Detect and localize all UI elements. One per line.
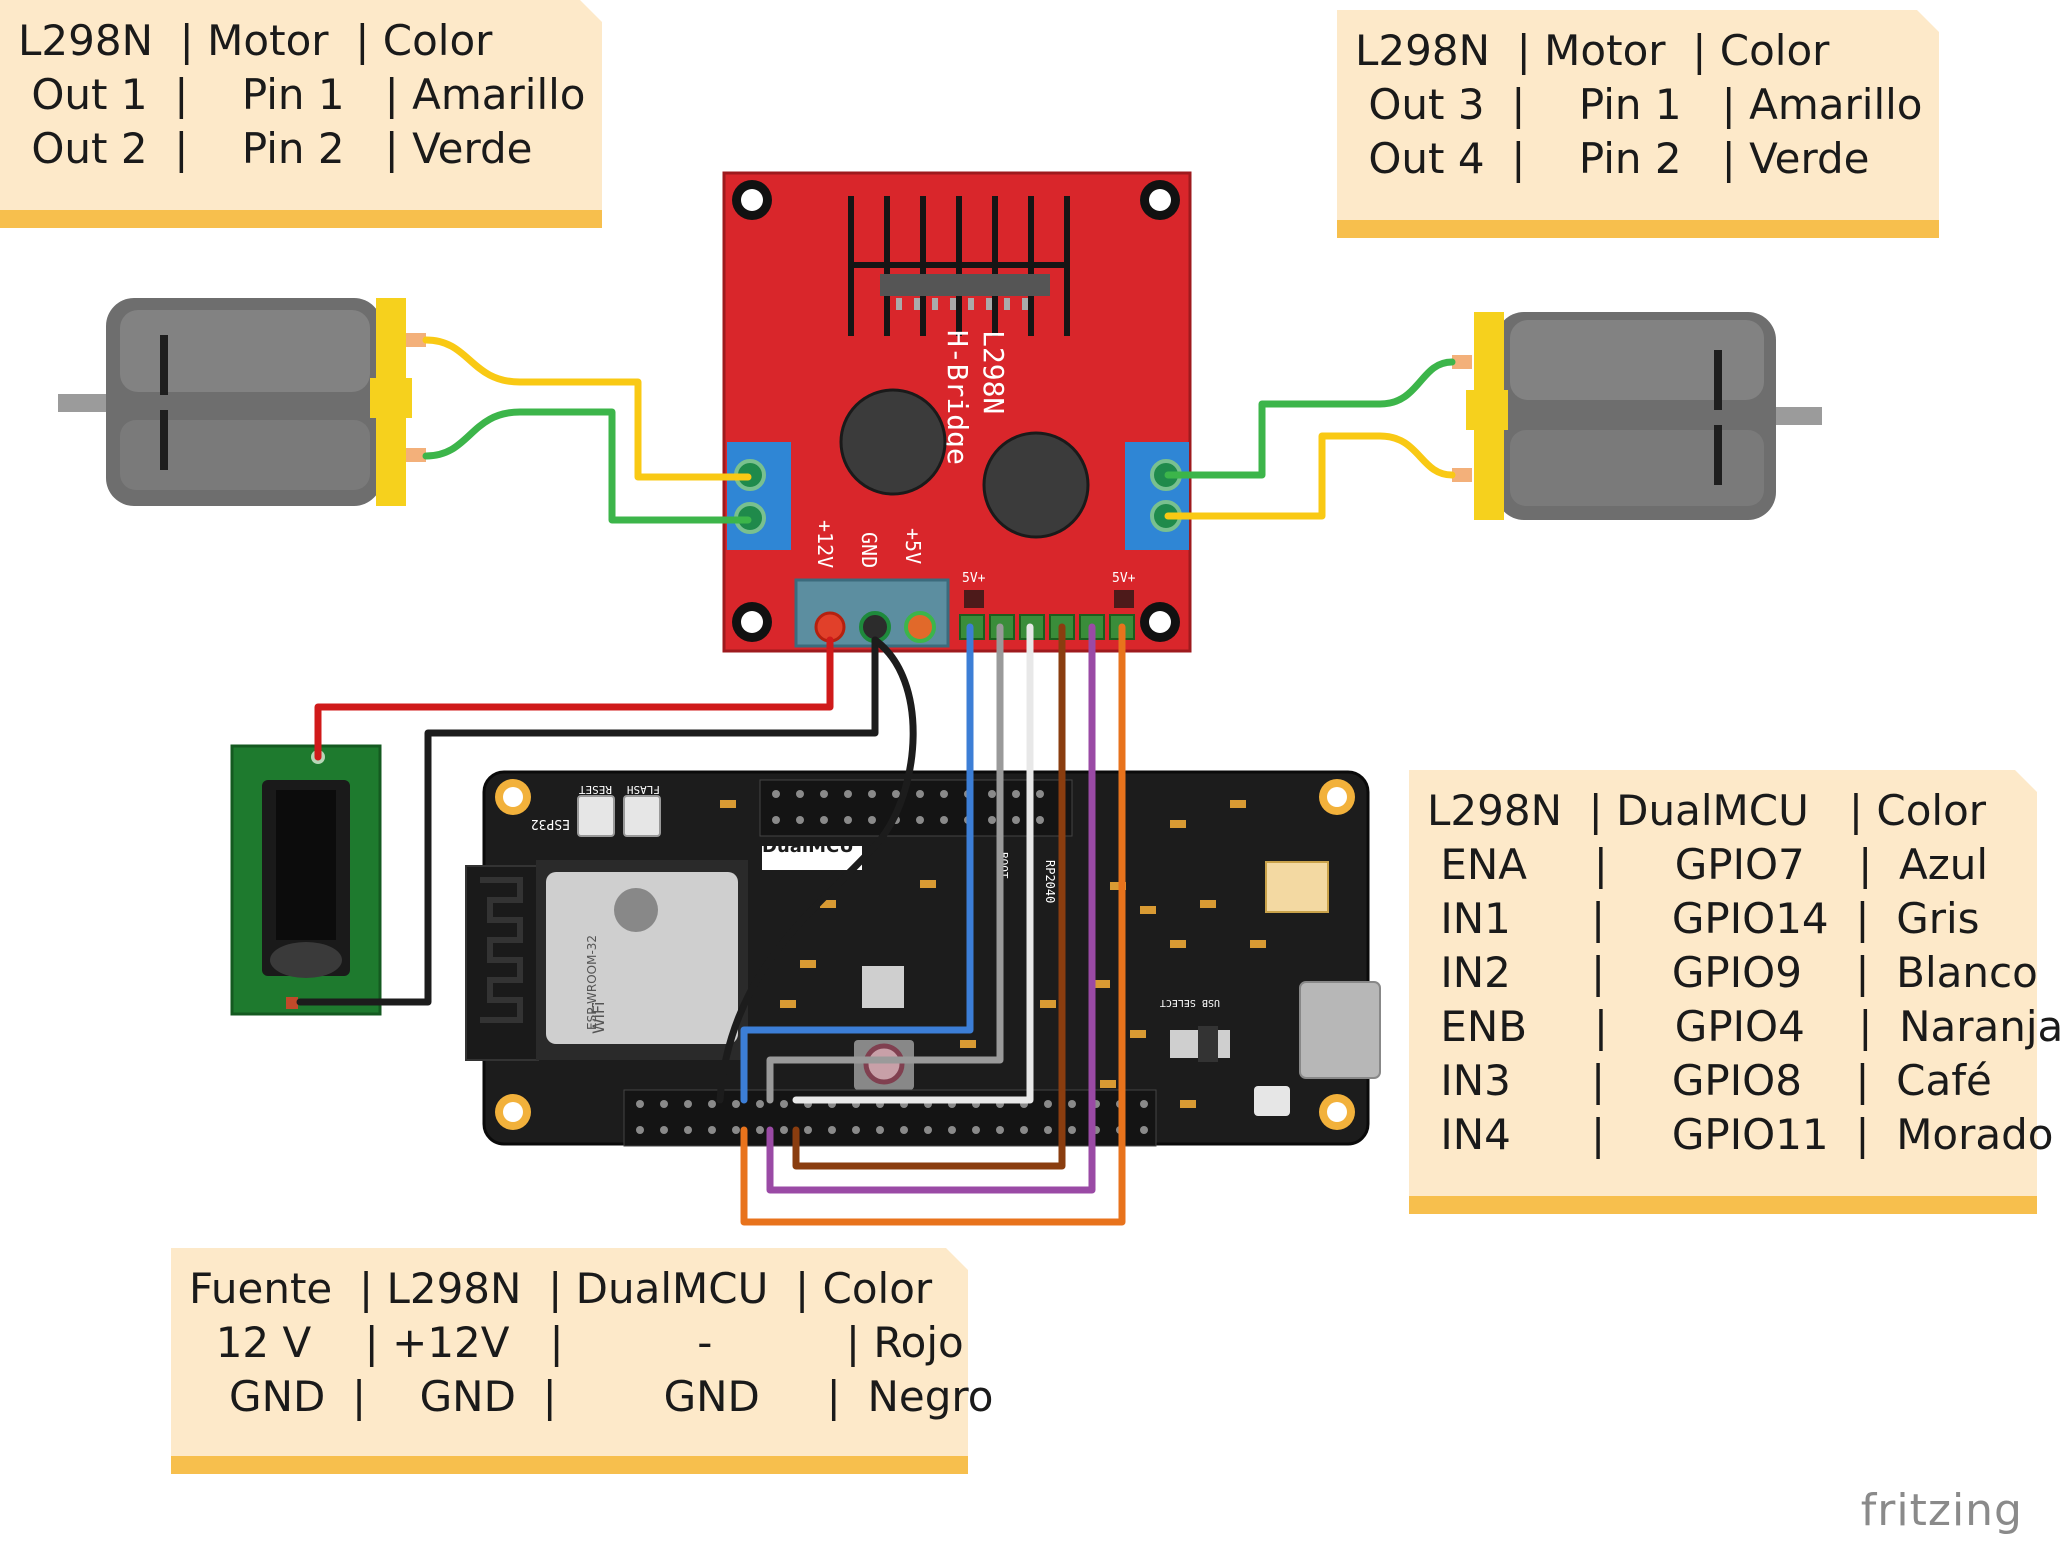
l298n-board: L298N H-Bridge +12V GND +5V 5V+ 5V+ bbox=[722, 171, 1192, 653]
wire-verde-out2 bbox=[422, 408, 752, 524]
driver-chip-label: L298N bbox=[977, 330, 1010, 414]
note-power-line-3: GND | GND | GND | Negro bbox=[189, 1372, 994, 1421]
note-motor-left-line-3: Out 2 | Pin 2 | Verde bbox=[18, 124, 533, 173]
fritzing-watermark: fritzing bbox=[1860, 1485, 2023, 1536]
wire-verde-out3 bbox=[1164, 358, 1456, 479]
wire-azul-ena bbox=[740, 623, 974, 1104]
driver-subtitle-label: H-Bridge bbox=[941, 330, 974, 465]
note-power-line-1: Fuente | L298N | DualMCU | Color bbox=[189, 1264, 933, 1313]
esp-label: ESP32 bbox=[531, 816, 570, 831]
wire-morado-in4 bbox=[766, 623, 1096, 1194]
note-control: L298N | DualMCU | Color ENA | GPIO7 | Az… bbox=[1409, 770, 2063, 1214]
note-motor-right-line-3: Out 4 | Pin 2 | Verde bbox=[1355, 134, 1870, 183]
note-control-line-3: IN1 | GPIO14 | Gris bbox=[1427, 894, 1980, 943]
wire-blanco-in2 bbox=[792, 623, 1034, 1104]
header-label-right: 5V+ bbox=[1112, 571, 1136, 586]
pin-label-12v: +12V bbox=[813, 520, 837, 568]
mcu-name: DualMCU bbox=[762, 836, 854, 857]
wire-negro-gnd-jack bbox=[296, 636, 879, 1006]
wire-rojo-12v bbox=[314, 636, 834, 761]
flash-label: FLASH bbox=[627, 783, 660, 796]
note-power-line-2: 12 V | +12V | - | Rojo bbox=[189, 1318, 964, 1367]
motor-right bbox=[1452, 312, 1822, 520]
note-control-line-6: IN3 | GPIO8 | Café bbox=[1427, 1056, 1992, 1105]
note-control-line-2: ENA | GPIO7 | Azul bbox=[1427, 840, 1989, 889]
header-label-left: 5V+ bbox=[962, 571, 986, 586]
note-motor-right-line-2: Out 3 | Pin 1 | Amarillo bbox=[1355, 80, 1923, 129]
note-motor-left-line-2: Out 1 | Pin 1 | Amarillo bbox=[18, 70, 586, 119]
note-motor-right-line-1: L298N | Motor | Color bbox=[1355, 26, 1830, 75]
note-motor-left: L298N | Motor | Color Out 1 | Pin 1 | Am… bbox=[0, 0, 602, 228]
wire-amarillo-out4 bbox=[1164, 432, 1456, 520]
pin-label-gnd: GND bbox=[857, 532, 881, 568]
pin-label-5v: +5V bbox=[901, 528, 925, 564]
motor-left bbox=[58, 298, 426, 506]
wire-amarillo-out1 bbox=[422, 336, 752, 481]
wires bbox=[296, 336, 1456, 1226]
dualmcu-board: ESP-WROOM-32 WiFi ESP32 RESET FLASH Dual… bbox=[465, 770, 1381, 1147]
wifi-logo: WiFi bbox=[589, 1002, 608, 1034]
wire-cafe-in3 bbox=[792, 623, 1066, 1170]
rp2040-label: RP2040 bbox=[1043, 860, 1057, 903]
note-motor-left-line-1: L298N | Motor | Color bbox=[18, 16, 493, 65]
note-power: Fuente | L298N | DualMCU | Color 12 V | … bbox=[171, 1248, 994, 1474]
note-control-line-1: L298N | DualMCU | Color bbox=[1427, 786, 1987, 835]
note-control-line-4: IN2 | GPIO9 | Blanco bbox=[1427, 948, 2038, 997]
wroom-label: ESP-WROOM-32 bbox=[585, 935, 599, 1030]
wire-negro-gnd-mcu bbox=[716, 636, 917, 1104]
note-motor-right: L298N | Motor | Color Out 3 | Pin 1 | Am… bbox=[1337, 10, 1939, 238]
wire-gris-in1 bbox=[766, 623, 1004, 1104]
wire-naranja-enb bbox=[740, 623, 1126, 1226]
reset-label: RESET bbox=[579, 783, 612, 796]
usb-select-label: USB SELECT bbox=[1160, 997, 1220, 1008]
note-control-line-5: ENB | GPIO4 | Naranja bbox=[1427, 1002, 2063, 1051]
power-jack bbox=[230, 744, 382, 1016]
note-control-line-7: IN4 | GPIO11 | Morado bbox=[1427, 1110, 2054, 1159]
